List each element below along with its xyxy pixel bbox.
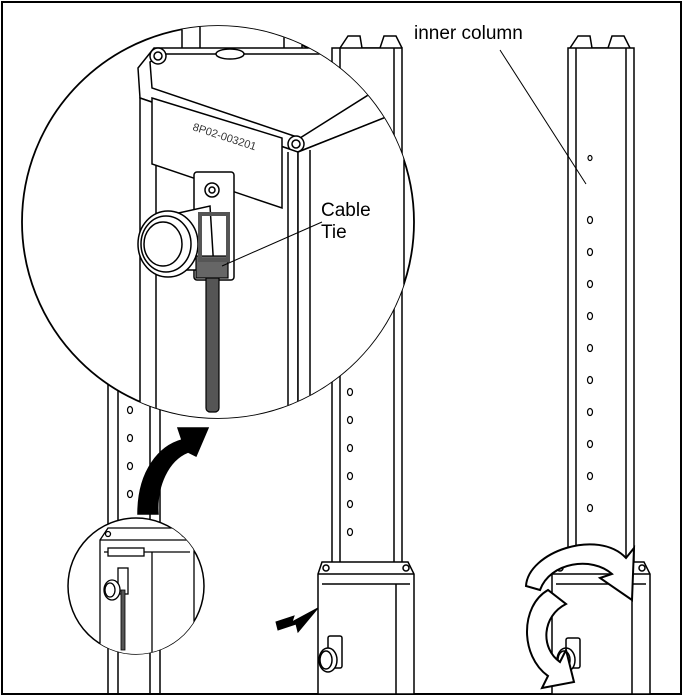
right-column [551,35,651,695]
rotate-arrows [524,543,636,690]
small-detail-inset [67,517,205,655]
large-detail-inset: 8P02-003201 [21,25,415,419]
cable-tie-leader [221,221,323,267]
inner-column-label: inner column [414,23,523,44]
pull-arrow [275,607,319,634]
cable-tie-label: Cable Tie [321,200,371,244]
cable-tie-label-line2: Tie [321,222,347,243]
inner-column-leader [499,49,587,185]
cable-tie-label-line1: Cable [321,200,371,221]
swing-arrow [137,427,210,515]
